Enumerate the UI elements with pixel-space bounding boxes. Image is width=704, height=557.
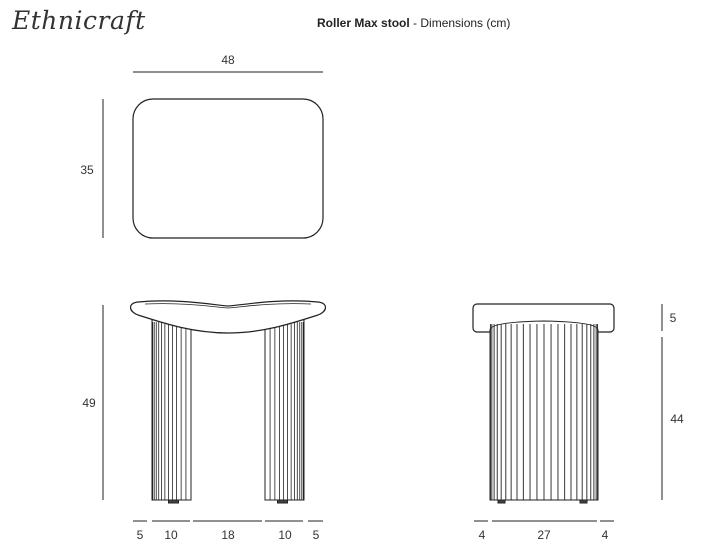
title-subtitle: Dimensions (cm) xyxy=(420,16,511,30)
top-view-seat xyxy=(132,98,324,239)
page-title: Roller Max stool - Dimensions (cm) xyxy=(317,16,510,30)
base-height-label: 44 xyxy=(670,412,684,426)
width-label: 48 xyxy=(221,53,235,67)
side-segment-label: 27 xyxy=(537,528,551,542)
leg xyxy=(264,319,305,501)
front-segment-label: 5 xyxy=(313,528,320,542)
side-body xyxy=(489,320,599,504)
title-separator: - xyxy=(409,16,421,30)
product-name: Roller Max stool xyxy=(317,16,410,30)
front-segment-label: 18 xyxy=(221,528,235,542)
foot xyxy=(579,499,588,504)
front-legs xyxy=(151,319,305,504)
front-segment-label: 5 xyxy=(137,528,144,542)
front-height-label: 49 xyxy=(82,396,96,410)
foot xyxy=(168,499,179,504)
depth-label: 35 xyxy=(80,163,94,177)
front-segment-label: 10 xyxy=(278,528,292,542)
side-segment-label: 4 xyxy=(479,528,486,542)
foot xyxy=(497,499,506,504)
foot xyxy=(277,499,288,504)
leg xyxy=(151,319,192,501)
front-seat xyxy=(129,300,327,334)
side-segment-label: 4 xyxy=(602,528,609,542)
brand-logo: Ethnicraft xyxy=(12,6,146,35)
front-segment-label: 10 xyxy=(164,528,178,542)
seat-height-label: 5 xyxy=(670,311,677,325)
